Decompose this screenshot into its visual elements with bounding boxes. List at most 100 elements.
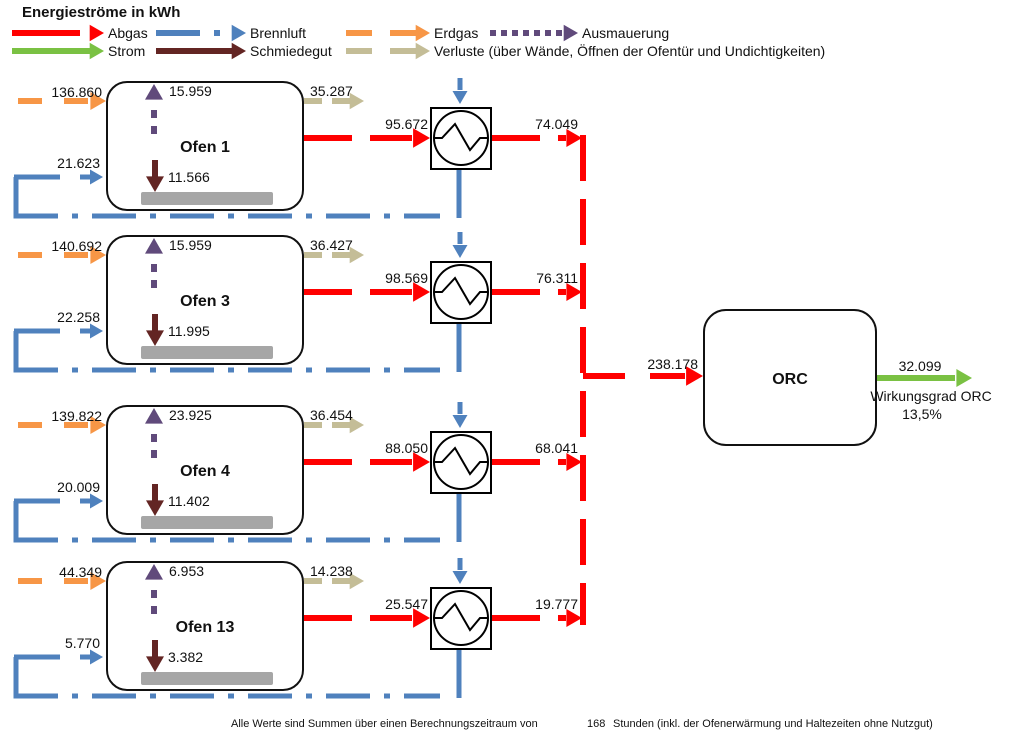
heat-exchanger-zigzag bbox=[434, 122, 488, 152]
abgas-in-value: 98.569 bbox=[385, 270, 428, 286]
legend-label-schmiedegut: Schmiedegut bbox=[250, 43, 332, 59]
abgas-in-value: 95.672 bbox=[385, 116, 428, 132]
erdgas-arrow-icon bbox=[90, 572, 106, 590]
erdgas-value: 140.692 bbox=[51, 238, 102, 254]
brennluft-arrow-icon bbox=[90, 323, 103, 339]
erdgas-value: 44.349 bbox=[59, 564, 102, 580]
verluste-value: 36.427 bbox=[310, 237, 353, 253]
forging-slab bbox=[141, 192, 273, 205]
verluste-arrow-icon bbox=[349, 92, 364, 110]
ausmauerung-value: 23.925 bbox=[169, 407, 212, 423]
brennluft-hx-arrow-icon bbox=[452, 245, 468, 258]
abgas-out-arrow-icon bbox=[566, 283, 582, 301]
abgas-out-value: 74.049 bbox=[535, 116, 578, 132]
schmiedegut-value: 11.995 bbox=[168, 323, 210, 339]
erdgas-value: 139.822 bbox=[51, 408, 102, 424]
heat-exchanger-icon bbox=[430, 587, 492, 650]
legend-item-abgas: Abgas bbox=[12, 24, 148, 42]
furnace-name: Ofen 4 bbox=[180, 463, 230, 480]
furnace-name: Ofen 1 bbox=[180, 139, 230, 156]
erdgas-arrow-icon bbox=[90, 92, 106, 110]
abgas-out-arrow-icon bbox=[566, 129, 582, 147]
schmiedegut-arrow-icon bbox=[146, 656, 164, 672]
furnace-name: Ofen 13 bbox=[176, 619, 235, 636]
heat-exchanger-icon bbox=[430, 431, 492, 494]
legend-item-schmiedegut: Schmiedegut bbox=[156, 42, 332, 60]
verluste-value: 35.287 bbox=[310, 83, 353, 99]
forging-slab bbox=[141, 672, 273, 685]
furnace-name: Ofen 3 bbox=[180, 293, 230, 310]
schmiedegut-arrow-icon bbox=[146, 176, 164, 192]
ausmauerung-arrow-icon bbox=[145, 408, 163, 424]
heat-exchanger-icon bbox=[430, 261, 492, 324]
brennluft-value: 22.258 bbox=[57, 309, 100, 325]
abgas-out-value: 68.041 bbox=[535, 440, 578, 456]
abgas-out-arrow-icon bbox=[566, 609, 582, 627]
heat-exchanger-zigzag bbox=[434, 446, 488, 476]
abgas-out-value: 76.311 bbox=[536, 270, 578, 286]
ausmauerung-value: 6.953 bbox=[169, 563, 204, 579]
brennluft-hx-arrow-icon bbox=[452, 415, 468, 428]
legend-label-verluste: Verluste (über Wände, Öffnen der Ofentür… bbox=[434, 42, 825, 59]
schmiedegut-arrow-icon bbox=[146, 500, 164, 516]
legend-arrow-icon bbox=[231, 24, 246, 42]
erdgas-arrow-icon bbox=[90, 416, 106, 434]
legend-item-ausmauerung: Ausmauerung bbox=[490, 24, 669, 42]
legend-arrow-icon bbox=[89, 24, 104, 42]
legend-arrow-icon bbox=[415, 24, 430, 42]
orc-inlet-arrow-icon bbox=[686, 366, 703, 386]
schmiedegut-value: 11.566 bbox=[168, 169, 210, 185]
strom-value: 32.099 bbox=[899, 358, 942, 374]
brennluft-arrow-icon bbox=[90, 649, 103, 665]
orc-box bbox=[703, 309, 877, 446]
footnote-hours: 168 bbox=[587, 718, 605, 730]
brennluft-arrow-icon bbox=[90, 493, 103, 509]
legend-arrow-icon bbox=[89, 42, 104, 60]
erdgas-arrow-icon bbox=[90, 246, 106, 264]
legend-item-verluste: Verluste (über Wände, Öffnen der Ofentür… bbox=[346, 42, 825, 60]
orc-efficiency-label: Wirkungsgrad ORC bbox=[870, 388, 991, 404]
forging-slab bbox=[141, 516, 273, 529]
forging-slab bbox=[141, 346, 273, 359]
brennluft-hx-arrow-icon bbox=[452, 91, 468, 104]
heat-exchanger-icon bbox=[430, 107, 492, 170]
abgas-out-value: 19.777 bbox=[535, 596, 578, 612]
schmiedegut-arrow-icon bbox=[146, 330, 164, 346]
schmiedegut-value: 3.382 bbox=[168, 649, 203, 665]
legend-label-erdgas: Erdgas bbox=[434, 25, 478, 41]
orc-inlet-value: 238.178 bbox=[647, 356, 698, 372]
footnote-suffix: Stunden (inkl. der Ofenerwärmung und Hal… bbox=[613, 718, 933, 730]
footnote-prefix: Alle Werte sind Summen über einen Berech… bbox=[231, 718, 538, 730]
abgas-out-arrow-icon bbox=[566, 453, 582, 471]
legend-label-ausmauerung: Ausmauerung bbox=[582, 25, 669, 41]
heat-exchanger-zigzag bbox=[434, 602, 488, 632]
legend-item-strom: Strom bbox=[12, 42, 145, 60]
diagram-title: Energieströme in kWh bbox=[22, 4, 180, 21]
verluste-arrow-icon bbox=[349, 572, 364, 590]
brennluft-arrow-icon bbox=[90, 169, 103, 185]
brennluft-hx-arrow-icon bbox=[452, 571, 468, 584]
strom-arrow-icon bbox=[956, 369, 972, 387]
ausmauerung-arrow-icon bbox=[145, 238, 163, 254]
verluste-arrow-icon bbox=[349, 416, 364, 434]
legend-item-brennluft: Brennluft bbox=[156, 24, 306, 42]
ausmauerung-value: 15.959 bbox=[169, 237, 212, 253]
legend-label-strom: Strom bbox=[108, 43, 145, 59]
verluste-arrow-icon bbox=[349, 246, 364, 264]
heat-exchanger-zigzag bbox=[434, 276, 488, 306]
ausmauerung-arrow-icon bbox=[145, 84, 163, 100]
verluste-value: 36.454 bbox=[310, 407, 353, 423]
orc-efficiency-value: 13,5% bbox=[902, 406, 942, 422]
legend-arrow-icon bbox=[415, 42, 430, 60]
brennluft-value: 21.623 bbox=[57, 155, 100, 171]
legend-label-brennluft: Brennluft bbox=[250, 25, 306, 41]
ausmauerung-arrow-icon bbox=[145, 564, 163, 580]
legend-label-abgas: Abgas bbox=[108, 25, 148, 41]
